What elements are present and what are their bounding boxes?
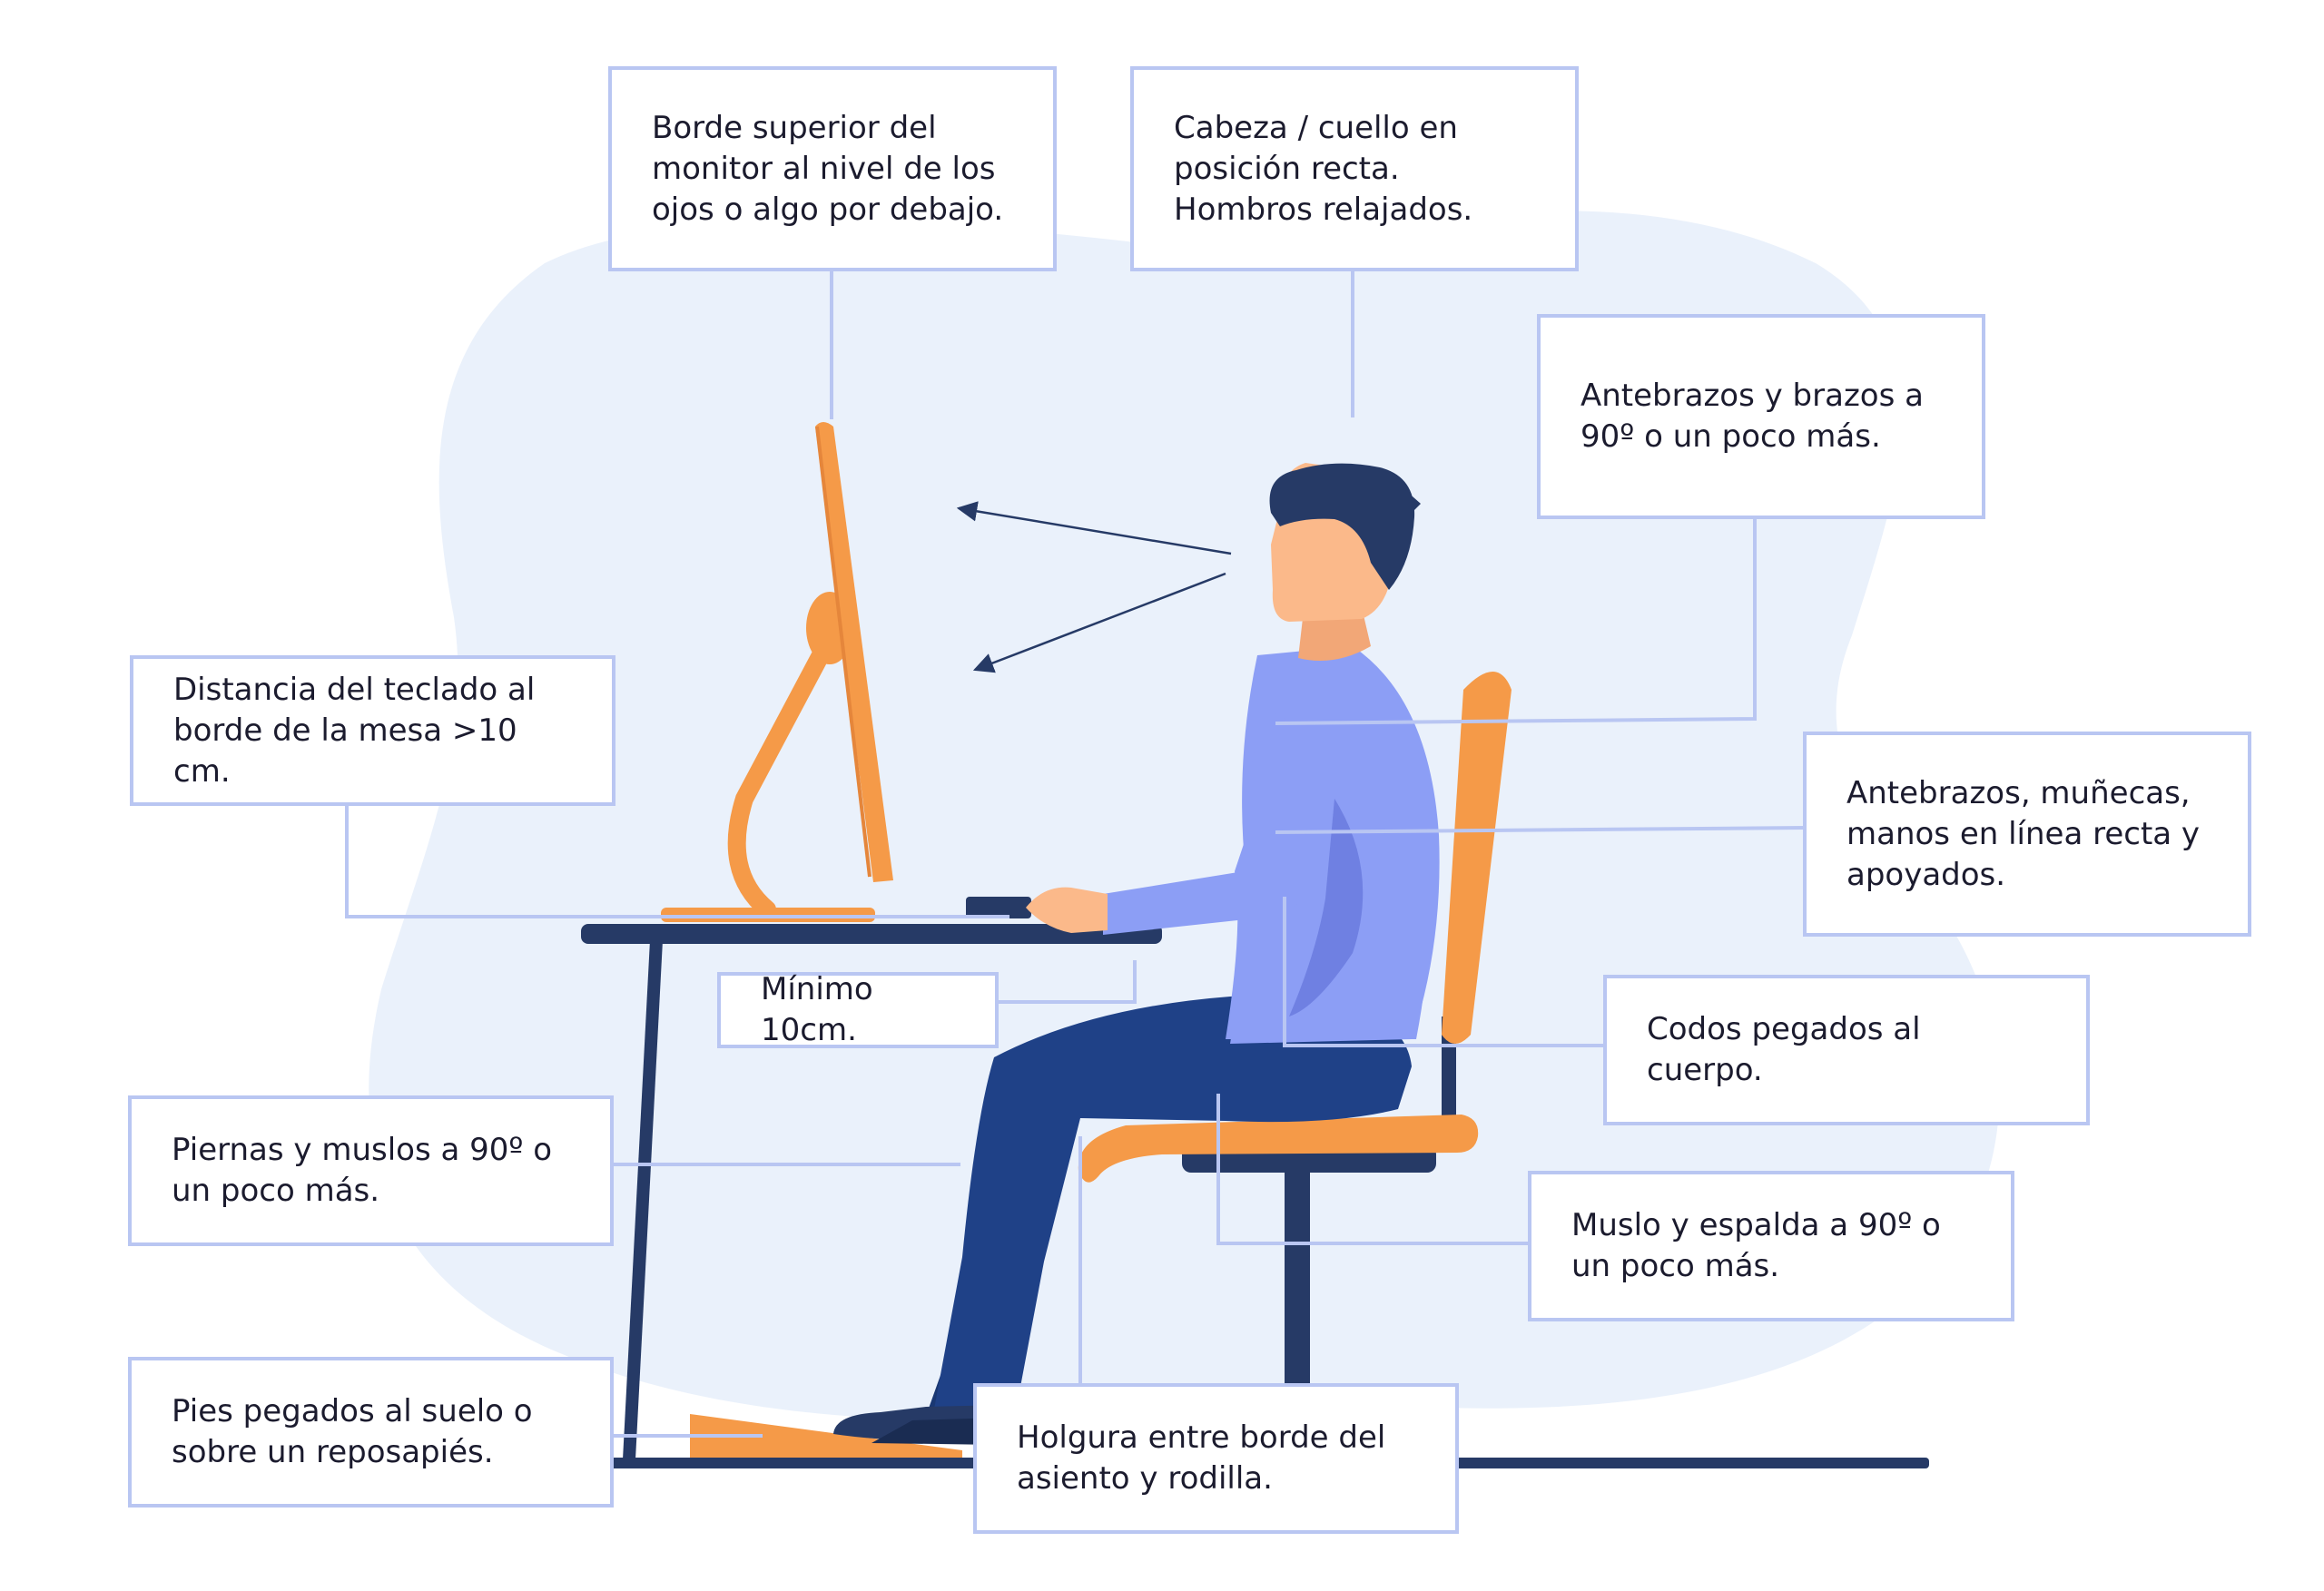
label-wrists-hands: Antebrazos, muñecas, manos en línea rect… (1803, 732, 2251, 937)
label-minimum: Mínimo 10cm. (717, 971, 999, 1048)
monitor-icon (661, 422, 893, 922)
label-feet: Pies pegados al suelo o sobre un reposap… (128, 1357, 614, 1508)
footrest-icon (690, 1414, 962, 1458)
label-head-neck: Cabeza / cuello en posición recta. Hombr… (1130, 66, 1579, 271)
label-forearms-arms: Antebrazos y brazos a 90º o un poco más. (1537, 314, 1985, 519)
label-elbows: Codos pegados al cuerpo. (1603, 975, 2090, 1125)
label-monitor-top: Borde superior del monitor al nivel de l… (608, 66, 1057, 271)
desk-icon (581, 924, 1162, 944)
label-legs-thighs: Piernas y muslos a 90º o un poco más. (128, 1095, 614, 1246)
person-icon (833, 463, 1440, 1445)
chair-icon (1078, 672, 1512, 1384)
desk-leg (623, 940, 663, 1459)
label-thigh-back: Muslo y espalda a 90º o un poco más. (1528, 1171, 2014, 1321)
keyboard-icon (966, 897, 1031, 918)
label-seat-clearance: Holgura entre borde del asiento y rodill… (973, 1383, 1459, 1534)
connector-lines (345, 268, 1807, 1438)
label-keyboard-distance: Distancia del teclado al borde de la mes… (130, 655, 615, 806)
sight-arrow-icon (972, 572, 1226, 673)
sight-arrow-icon (956, 501, 1232, 555)
